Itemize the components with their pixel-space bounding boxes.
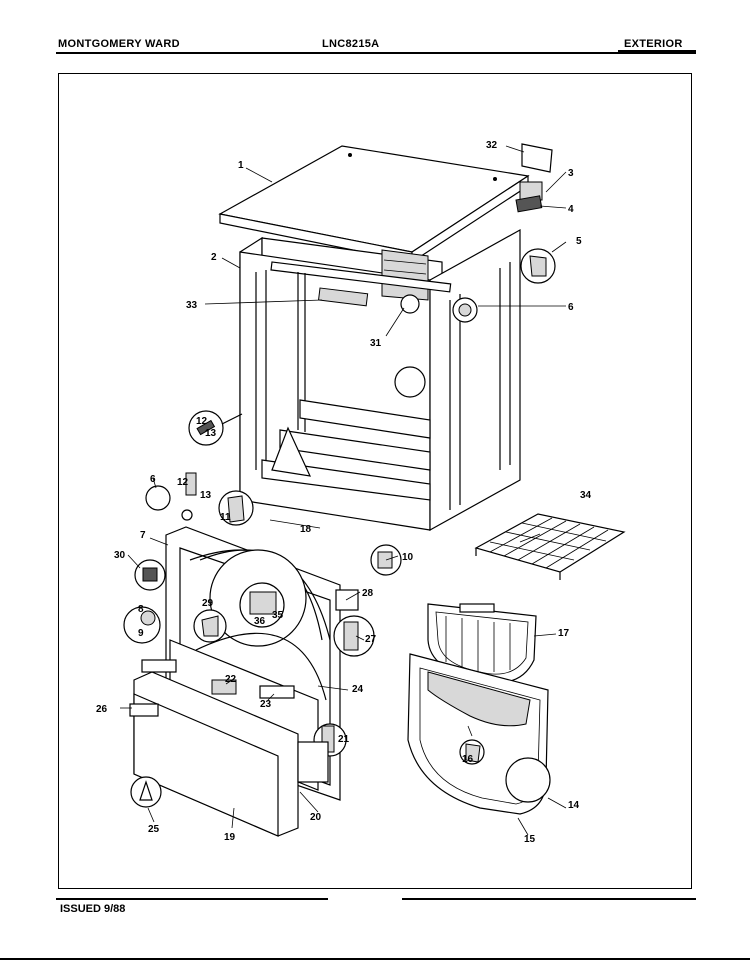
callout-3: 3 xyxy=(568,168,574,179)
callout-11: 11 xyxy=(220,512,231,523)
callout-17: 17 xyxy=(558,628,570,639)
callout-26: 26 xyxy=(96,704,108,715)
hinge-callouts xyxy=(333,544,402,657)
section-title: EXTERIOR xyxy=(624,38,683,50)
callout-34: 34 xyxy=(580,490,592,501)
brand-label: MONTGOMERY WARD xyxy=(58,38,180,50)
callout-19: 19 xyxy=(224,832,236,843)
callout-7: 7 xyxy=(140,530,146,541)
callout-8: 8 xyxy=(138,604,144,615)
leader-lines xyxy=(120,145,567,836)
diagram-frame xyxy=(58,73,692,889)
callout-30: 30 xyxy=(114,550,126,561)
footer-rule-right xyxy=(402,898,696,900)
callout-labels: 1 2 3 4 5 6 6 7 8 9 10 11 12 13 12 13 14… xyxy=(96,140,592,845)
right-cabinet-parts xyxy=(452,143,556,323)
callout-10: 10 xyxy=(402,552,414,563)
cabinet xyxy=(239,228,521,532)
header-rule-accent xyxy=(618,50,696,53)
callout-14: 14 xyxy=(568,800,580,811)
header-rule xyxy=(56,52,696,54)
model-number: LNC8215A xyxy=(322,38,380,50)
lint-filter xyxy=(427,603,537,684)
callout-1: 1 xyxy=(238,160,244,171)
drying-rack xyxy=(474,513,626,580)
callout-31: 31 xyxy=(370,338,382,349)
callout-27: 27 xyxy=(365,634,377,645)
callout-25: 25 xyxy=(148,824,160,835)
callout-21: 21 xyxy=(338,734,350,745)
callout-28: 28 xyxy=(362,588,374,599)
callout-36: 36 xyxy=(254,616,266,627)
callout-22: 22 xyxy=(225,674,237,685)
callout-12-left: 12 xyxy=(177,477,189,488)
callout-20: 20 xyxy=(310,812,322,823)
door-assembly xyxy=(129,632,347,837)
callout-13-circle: 13 xyxy=(205,428,217,439)
bottom-rule xyxy=(0,958,750,960)
callout-18: 18 xyxy=(300,524,312,535)
callout-15: 15 xyxy=(524,834,536,845)
callout-33: 33 xyxy=(186,300,198,311)
callout-4: 4 xyxy=(568,204,574,215)
callout-6-top: 6 xyxy=(568,302,574,313)
callout-23: 23 xyxy=(260,699,272,710)
callout-6-left: 6 xyxy=(150,474,156,485)
callout-32: 32 xyxy=(486,140,498,151)
callout-9: 9 xyxy=(138,628,144,639)
blower-duct xyxy=(407,653,551,815)
callout-2: 2 xyxy=(211,252,217,263)
callout-5: 5 xyxy=(576,236,582,247)
callout-13-left: 13 xyxy=(200,490,212,501)
callout-35: 35 xyxy=(272,610,284,621)
screw-callout-left xyxy=(188,410,243,446)
front-panel-left-parts xyxy=(123,559,227,644)
callout-16: 16 xyxy=(462,754,474,765)
callout-29: 29 xyxy=(202,598,214,609)
callout-12-circle: 12 xyxy=(196,416,208,427)
footer-rule-left xyxy=(56,898,328,900)
issued-date: ISSUED 9/88 xyxy=(60,903,126,915)
callout-24: 24 xyxy=(352,684,364,695)
